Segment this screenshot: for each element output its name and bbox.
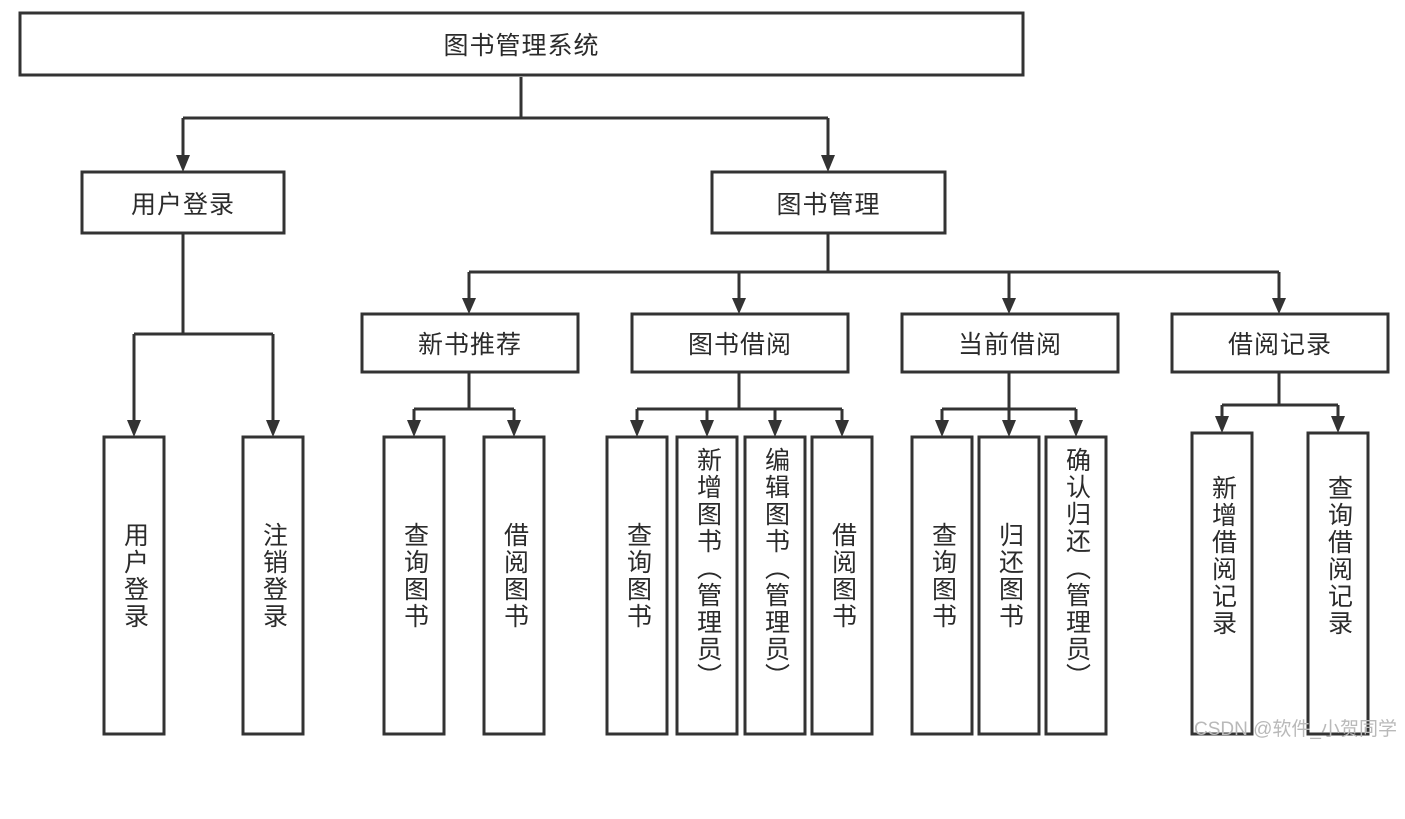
arrow-book-borrow-to-leaf1 <box>630 420 644 437</box>
arrow-book-manage-to-book-borrow <box>732 298 746 314</box>
arrow-book-manage-to-current-borrow <box>1002 298 1016 314</box>
arrow-root-to-user-login <box>176 155 190 172</box>
arrow-user-login-to-leaf1 <box>127 420 141 437</box>
arrow-borrow-record-to-leaf2 <box>1331 416 1345 433</box>
node-box-l3-user-login[interactable] <box>102 435 166 736</box>
node-box-new-book-rec[interactable] <box>360 312 580 374</box>
node-box-l3-query-book-a[interactable] <box>382 435 446 736</box>
node-box-l3-logout-login[interactable] <box>241 435 305 736</box>
node-box-l3-add-book[interactable] <box>675 435 739 736</box>
arrow-current-borrow-to-leaf3 <box>1069 420 1083 437</box>
arrow-new-book-to-leaf2 <box>507 420 521 437</box>
node-box-l3-confirm-return[interactable] <box>1044 435 1108 736</box>
node-box-l3-query-book-c[interactable] <box>910 435 974 736</box>
node-box-l3-query-record[interactable] <box>1306 431 1370 736</box>
node-box-root[interactable] <box>18 11 1025 77</box>
node-box-current-borrow[interactable] <box>900 312 1120 374</box>
arrow-root-to-book-manage <box>821 155 835 172</box>
node-box-l3-query-book-b[interactable] <box>605 435 669 736</box>
node-box-user-login[interactable] <box>80 170 286 235</box>
arrow-new-book-to-leaf1 <box>407 420 421 437</box>
arrow-current-borrow-to-leaf2 <box>1002 420 1016 437</box>
node-box-l3-edit-book[interactable] <box>743 435 807 736</box>
arrow-book-borrow-to-leaf3 <box>768 420 782 437</box>
arrow-current-borrow-to-leaf1 <box>935 420 949 437</box>
node-box-book-manage[interactable] <box>710 170 947 235</box>
arrow-book-borrow-to-leaf4 <box>835 420 849 437</box>
arrow-user-login-to-leaf2 <box>266 420 280 437</box>
node-box-l3-add-record[interactable] <box>1190 431 1254 736</box>
node-box-l3-return-book[interactable] <box>977 435 1041 736</box>
arrow-book-manage-to-borrow-record <box>1272 298 1286 314</box>
arrow-book-manage-to-new-book <box>462 298 476 314</box>
node-box-book-borrow[interactable] <box>630 312 850 374</box>
arrow-book-borrow-to-leaf2 <box>700 420 714 437</box>
flowchart-diagram: 图书管理系统 用户登录 图书管理 新书推荐 图书借阅 当前借阅 借阅记录 用户登… <box>18 11 1397 740</box>
node-box-borrow-record[interactable] <box>1170 312 1390 374</box>
arrow-borrow-record-to-leaf1 <box>1215 416 1229 433</box>
node-box-l3-borrow-book-a[interactable] <box>482 435 546 736</box>
node-box-l3-borrow-book-b[interactable] <box>810 435 874 736</box>
tree-connectors-and-boxes <box>18 11 1390 736</box>
